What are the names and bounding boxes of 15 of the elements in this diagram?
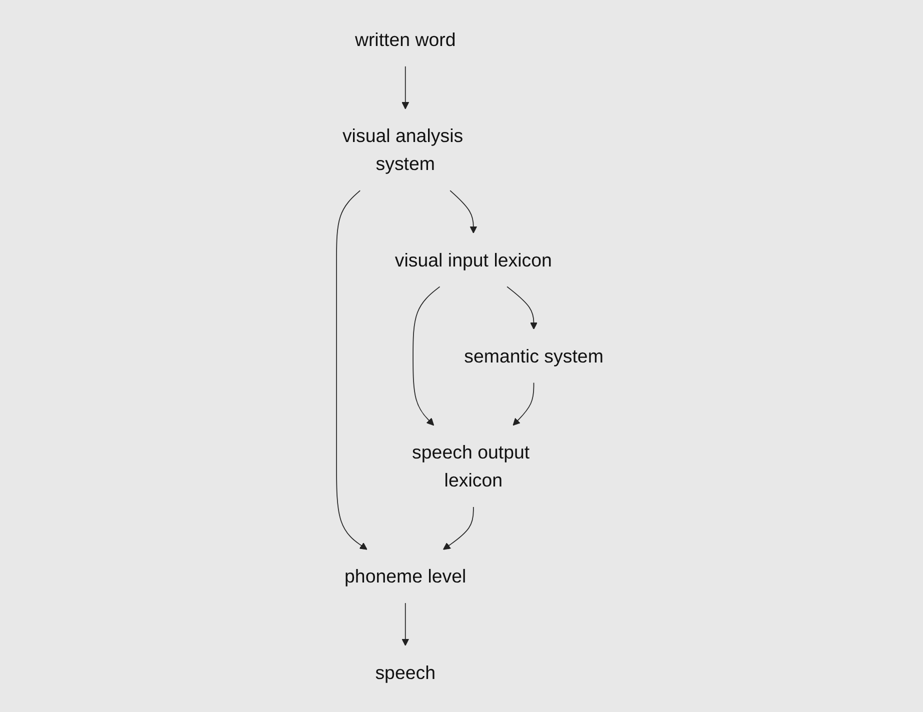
arrow — [442, 506, 474, 550]
node-text: semantic system — [464, 345, 604, 367]
node-text: speech — [374, 662, 436, 684]
node-text: speech output lexicon — [412, 441, 530, 491]
node-text: visual input lexicon — [394, 249, 552, 271]
arrow — [336, 190, 367, 550]
arrow — [506, 286, 538, 330]
arrow — [401, 602, 409, 646]
arrow — [412, 286, 440, 426]
node-text: visual analysis system — [342, 125, 463, 174]
arrow — [449, 190, 477, 234]
arrow — [512, 382, 534, 426]
node-text: written word — [354, 28, 456, 50]
node-text: phoneme level — [344, 566, 466, 587]
arrow — [401, 66, 409, 110]
